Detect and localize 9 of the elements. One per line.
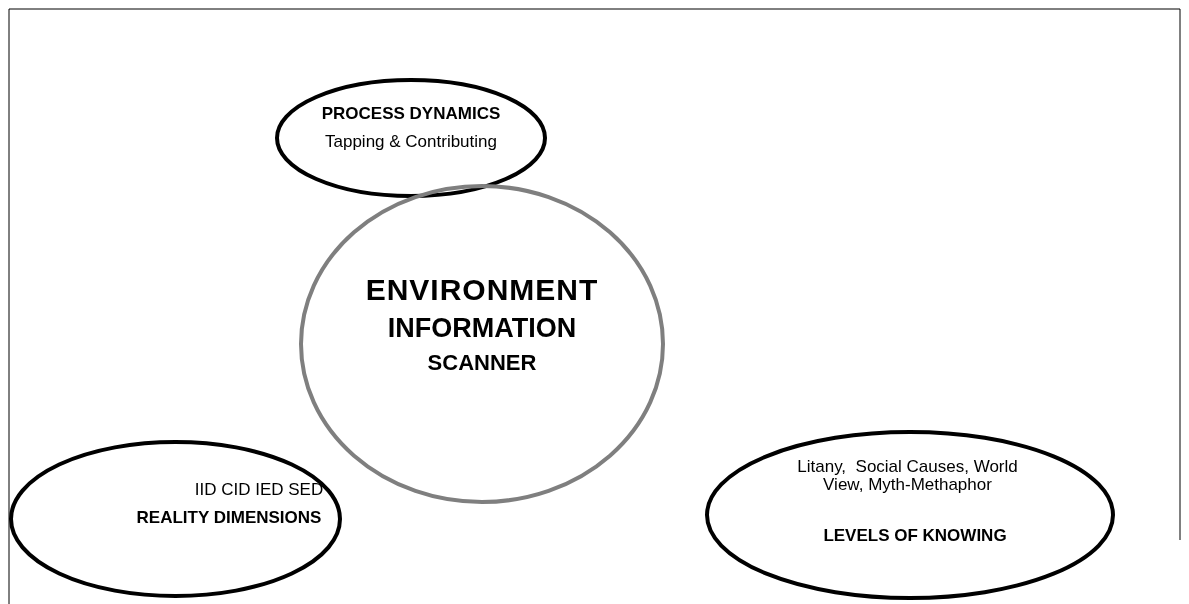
heading: REALITY DIMENSIONS xyxy=(135,508,323,529)
title-text: INFORMATION xyxy=(386,312,578,345)
title-text: SCANNER xyxy=(426,350,538,377)
heading: LEVELS OF KNOWING xyxy=(822,526,1008,547)
codes-text: IID CID IED SED xyxy=(193,480,325,501)
subtitle: Tapping & Contributing xyxy=(324,132,498,153)
heading: PROCESS DYNAMICS xyxy=(320,104,502,125)
list-text: Litany, Social Causes, World View, Myth-Methaphor xyxy=(796,458,1019,494)
title-text: ENVIRONMENT xyxy=(364,272,600,308)
